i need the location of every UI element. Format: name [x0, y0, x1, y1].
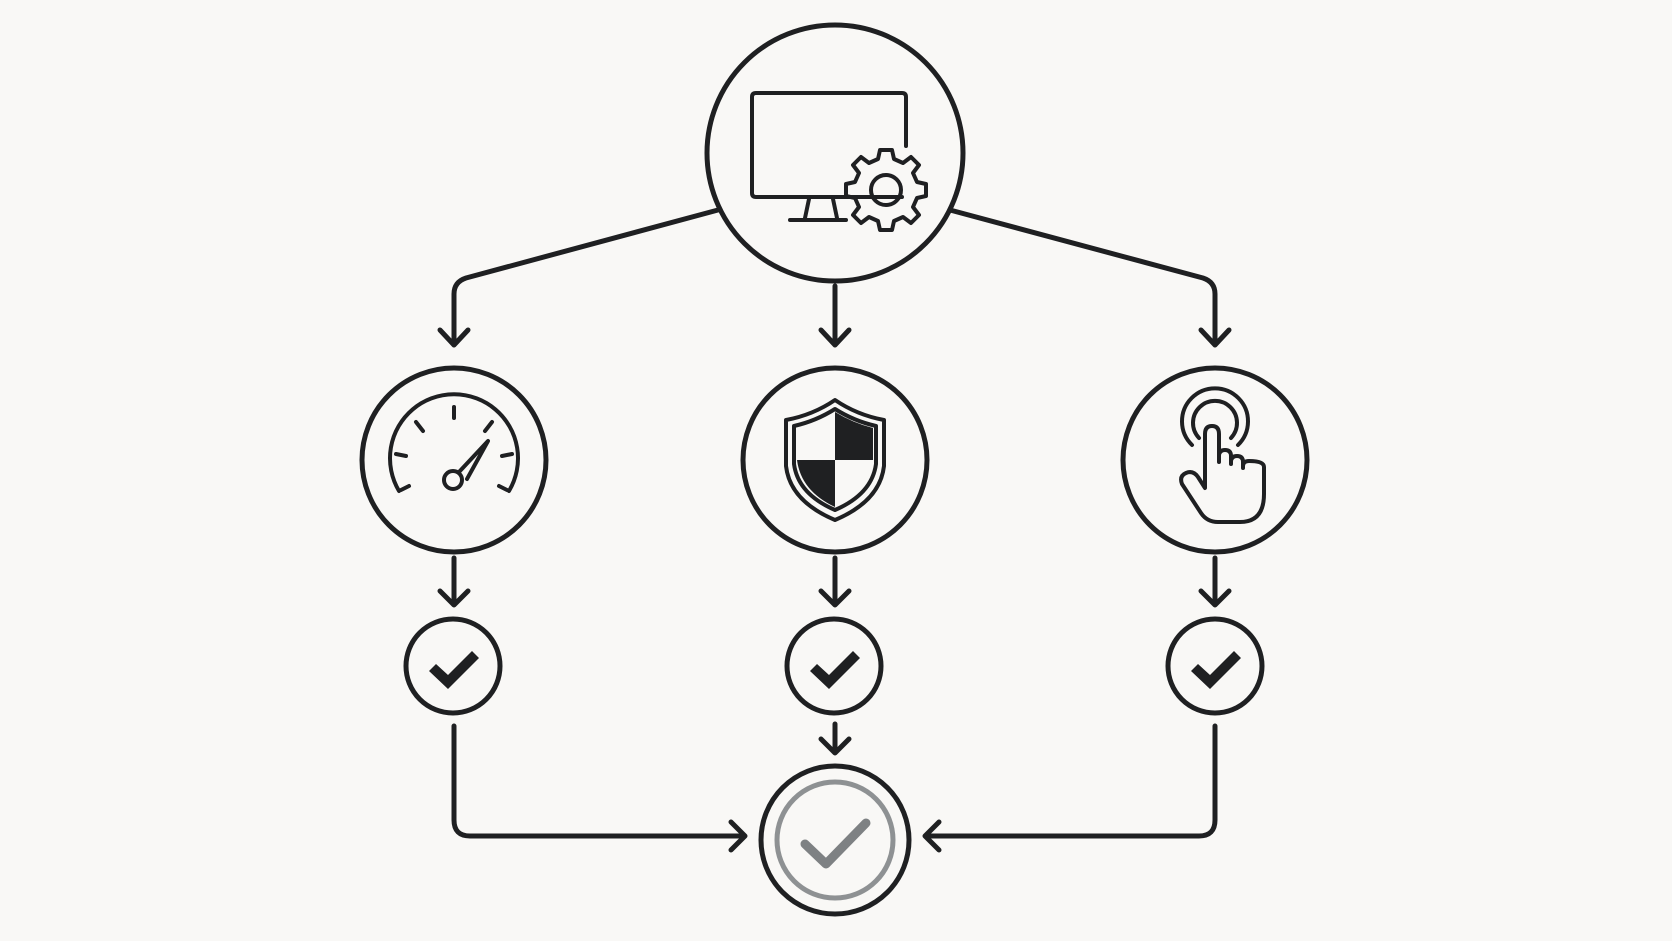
- arrowhead: [922, 819, 942, 853]
- node-performance-check: [403, 616, 503, 716]
- node-ring: [758, 763, 912, 917]
- edge-performance-check-to-final: [451, 723, 747, 839]
- speedometer-icon: [388, 392, 520, 493]
- arrowhead: [728, 819, 748, 853]
- arrowhead: [437, 588, 471, 608]
- node-security: [740, 365, 930, 555]
- checkmark-icon: [1191, 651, 1241, 689]
- node-ring: [704, 22, 966, 284]
- arrowhead: [818, 736, 852, 756]
- monitor-gear-icon: [750, 91, 928, 232]
- inner-ring: [774, 779, 896, 901]
- checkmark-icon: [800, 818, 871, 869]
- node-system-config: [704, 22, 966, 284]
- checkmark-icon: [429, 651, 479, 689]
- arrowhead: [818, 327, 852, 348]
- node-ring: [403, 616, 503, 716]
- arrowhead: [1198, 327, 1232, 348]
- node-ring: [359, 365, 549, 555]
- shield-icon: [784, 398, 886, 522]
- node-usability: [1120, 365, 1310, 555]
- arrowhead: [818, 588, 852, 608]
- arrowhead: [1198, 588, 1232, 608]
- edge-config-to-performance: [451, 207, 721, 347]
- edge-config-to-usability: [947, 207, 1218, 347]
- touch-hand-icon: [1179, 386, 1266, 524]
- connectors: [437, 207, 1232, 853]
- edge-usability-check-to-final: [923, 723, 1218, 839]
- node-ring: [1120, 365, 1310, 555]
- checkmark-icon: [810, 651, 860, 689]
- arrowhead: [437, 327, 471, 348]
- node-final-approval: [758, 763, 912, 917]
- node-ring: [784, 616, 884, 716]
- node-ring: [740, 365, 930, 555]
- node-usability-check: [1165, 616, 1265, 716]
- node-performance: [359, 365, 549, 555]
- node-ring: [1165, 616, 1265, 716]
- node-security-check: [784, 616, 884, 716]
